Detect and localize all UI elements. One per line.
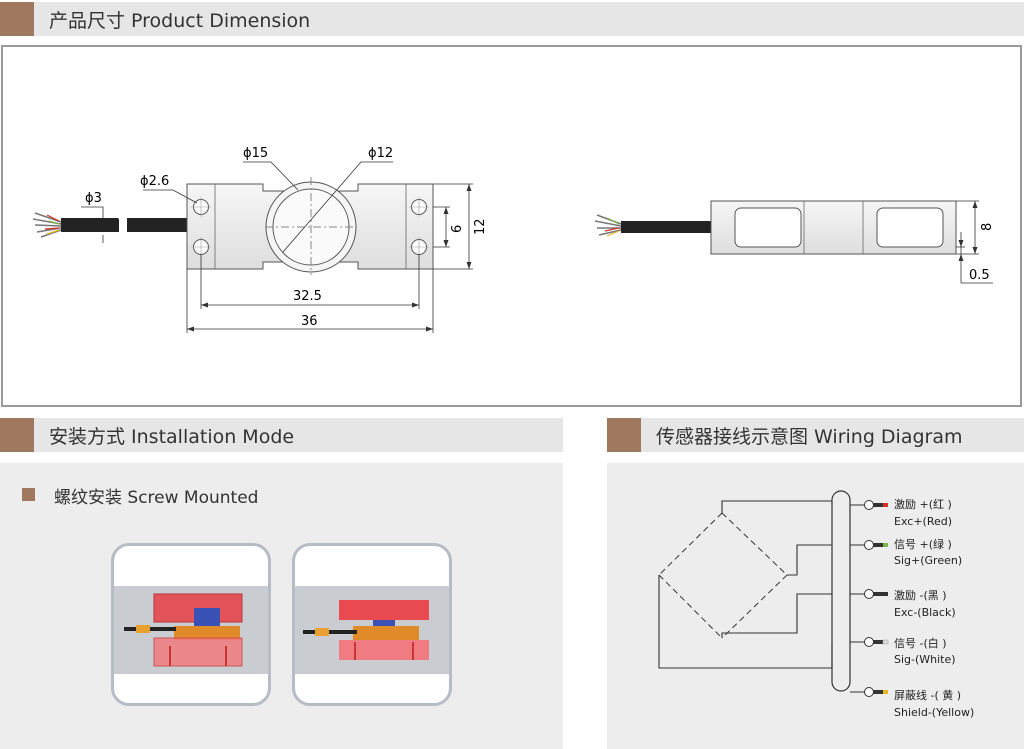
wheatstone-bridge xyxy=(658,512,788,639)
section-title-installation: 安装方式 Installation Mode xyxy=(49,425,295,448)
dim-8: 8 xyxy=(980,223,995,231)
section-header-wiring: 传感器接线示意图 Wiring Diagram xyxy=(607,418,1024,452)
wiring-lines xyxy=(658,500,833,669)
dimension-drawing: ϕ15 ϕ12 ϕ2.6 ϕ3 32.5 36 6 12 xyxy=(32,146,995,333)
wire-label-en-0: Exc+(Red) xyxy=(894,515,952,528)
load-cell-side-view xyxy=(710,200,957,255)
installation-panel: 螺纹安装 Screw Mounted xyxy=(0,463,563,749)
header-accent-square xyxy=(0,2,34,36)
section-title-wiring: 传感器接线示意图 Wiring Diagram xyxy=(656,425,963,448)
wire-label-en-4: Shield-(Yellow) xyxy=(894,706,974,719)
dim-6: 6 xyxy=(450,225,465,233)
wiring-panel: 激励 +(红 ) Exc+(Red) 信号 +(绿 ) Sig+(Green) … xyxy=(607,463,1024,749)
dim-phi12: ϕ12 xyxy=(368,146,393,161)
wire-label-en-2: Exc-(Black) xyxy=(894,606,956,619)
wire-label-cn-4: 屏蔽线 -( 黄 ) xyxy=(894,688,961,702)
section-header-dimension: 产品尺寸 Product Dimension xyxy=(0,2,1024,36)
dim-phi3: ϕ3 xyxy=(85,191,102,206)
bullet-square xyxy=(22,488,35,501)
cable-bundle xyxy=(831,490,851,692)
dim-phi15: ϕ15 xyxy=(243,146,268,161)
section-title-dimension: 产品尺寸 Product Dimension xyxy=(49,9,311,32)
install-image-1 xyxy=(111,543,271,706)
dim-32-5: 32.5 xyxy=(293,289,322,304)
install-render-2 xyxy=(295,586,449,674)
wire-label-cn-3: 信号 -(白 ) xyxy=(894,636,947,650)
load-cell-top-view xyxy=(186,177,434,275)
dim-phi2-6: ϕ2.6 xyxy=(140,174,169,189)
wire-label-cn-2: 激励 -(黑 ) xyxy=(894,588,947,602)
install-mode-label: 螺纹安装 Screw Mounted xyxy=(54,488,259,508)
cable-left xyxy=(32,212,187,238)
section-header-installation: 安装方式 Installation Mode xyxy=(0,418,563,452)
dimension-drawing-frame: ϕ15 ϕ12 ϕ2.6 ϕ3 32.5 36 6 12 xyxy=(1,45,1022,407)
dimension-leaders-left xyxy=(81,161,473,333)
wire-label-en-1: Sig+(Green) xyxy=(894,554,962,567)
wiring-diagram: 激励 +(红 ) Exc+(Red) 信号 +(绿 ) Sig+(Green) … xyxy=(658,490,974,719)
dim-12: 12 xyxy=(473,218,488,235)
wire-label-cn-1: 信号 +(绿 ) xyxy=(894,537,952,551)
dim-36: 36 xyxy=(301,314,318,329)
dim-0-5: 0.5 xyxy=(969,268,990,283)
wire-label-cn-0: 激励 +(红 ) xyxy=(894,497,952,511)
install-image-2 xyxy=(292,543,452,706)
wire-terminals xyxy=(850,500,889,697)
wire-label-en-3: Sig-(White) xyxy=(894,653,956,666)
header-accent-square xyxy=(607,418,641,452)
install-render-1 xyxy=(114,586,268,674)
cable-right xyxy=(594,214,711,237)
header-accent-square xyxy=(0,418,34,452)
